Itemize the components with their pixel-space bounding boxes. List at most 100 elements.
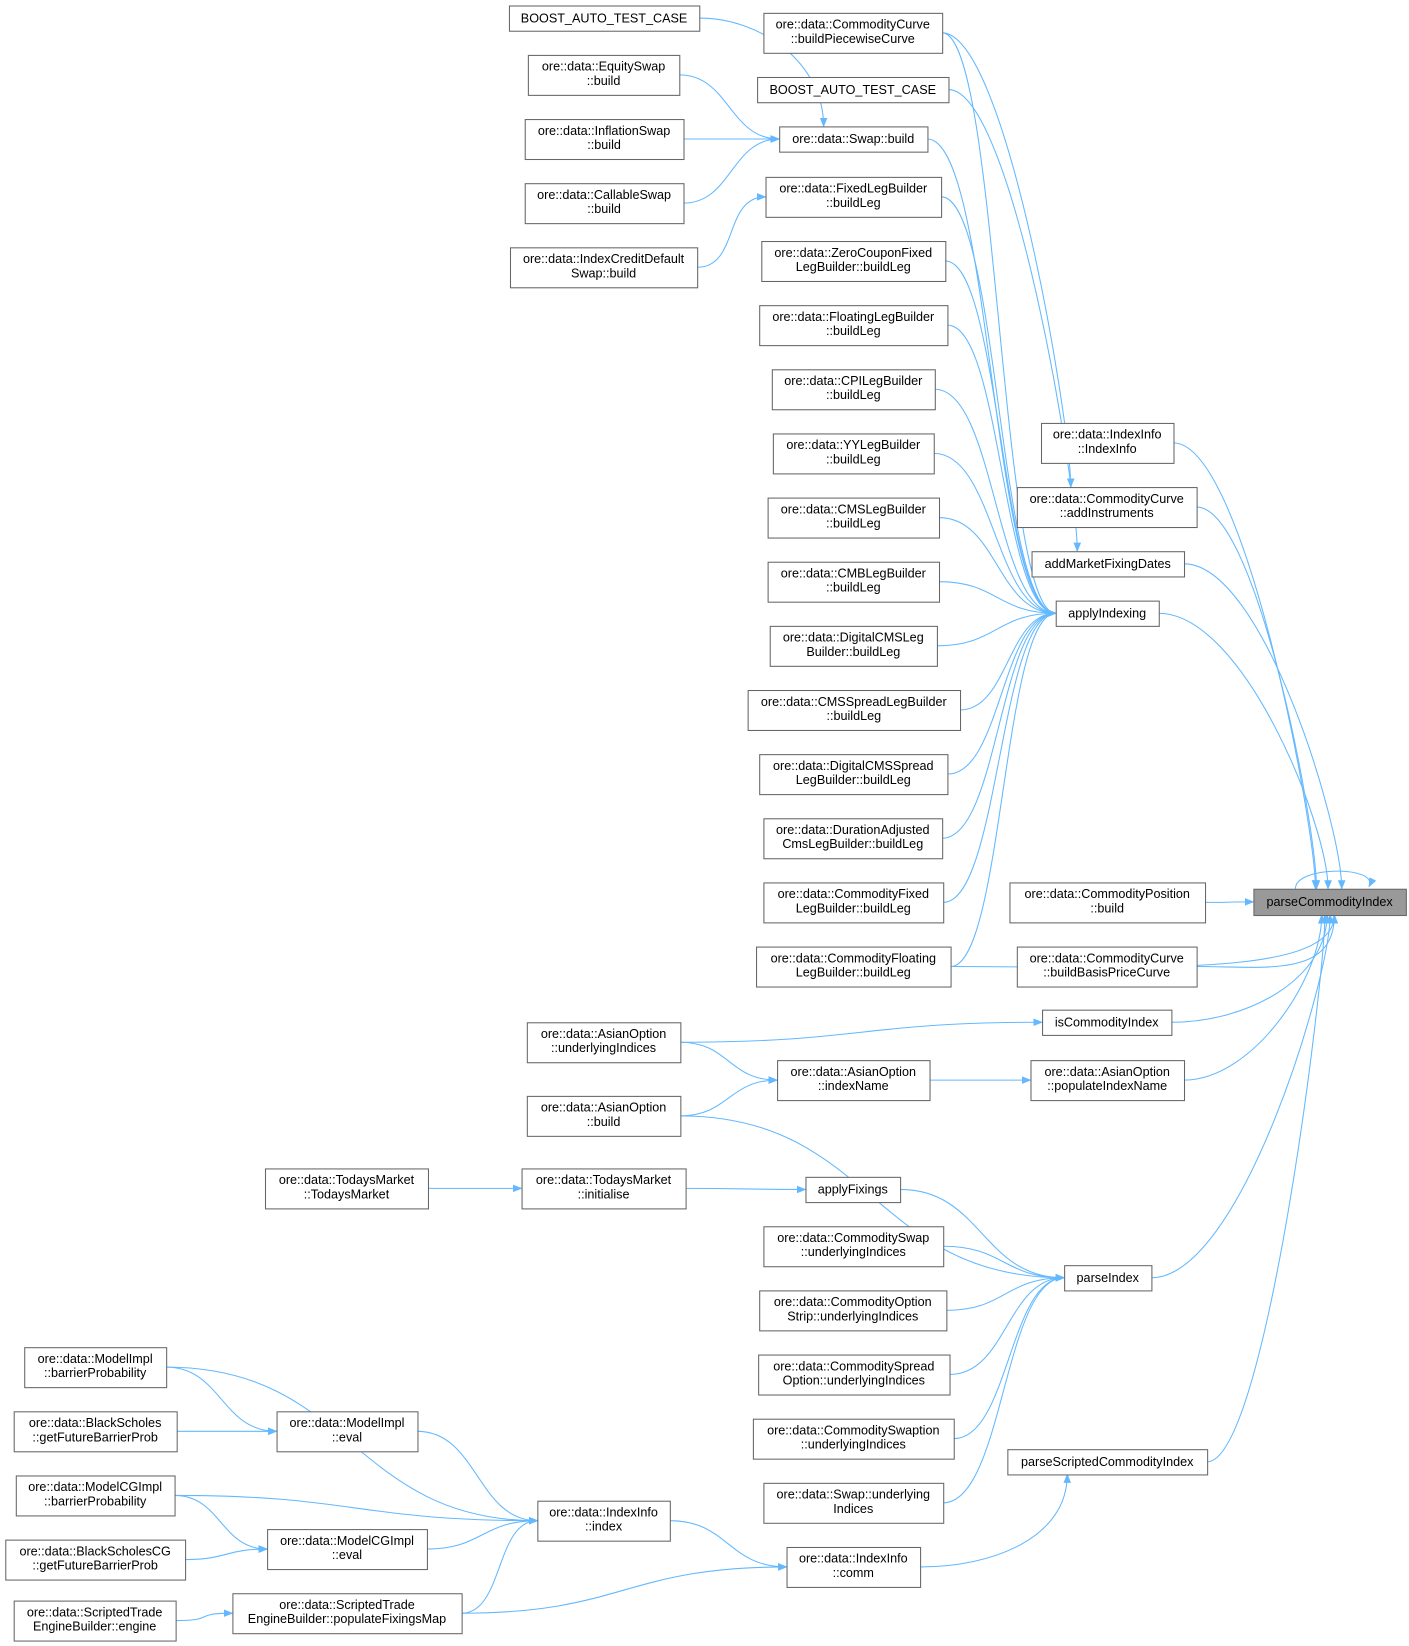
graph-node-cpileg[interactable]: ore::data::CPILegBuilder::buildLeg [771, 369, 936, 411]
graph-node-floatleg[interactable]: ore::data::FloatingLegBuilder::buildLeg [759, 305, 949, 347]
graph-node-ao_build[interactable]: ore::data::AsianOption::build [526, 1095, 682, 1137]
node-box [521, 1168, 687, 1210]
node-label: ore::data::CallableSwap [537, 188, 671, 202]
graph-node-infswap[interactable]: ore::data::InflationSwap::build [524, 119, 685, 161]
edge-tm_init-to-applyfix [685, 1185, 807, 1194]
graph-node-steb_pfm[interactable]: ore::data::ScriptedTradeEngineBuilder::p… [232, 1593, 463, 1635]
graph-node-bs_gfb[interactable]: ore::data::BlackScholes::getFutureBarrie… [13, 1411, 178, 1453]
node-box [526, 1022, 682, 1064]
graph-node-iscomidx[interactable]: isCommodityIndex [1042, 1009, 1173, 1036]
edge-steb_pfm-to-ii_index [461, 1516, 539, 1614]
graph-node-ao_in[interactable]: ore::data::AsianOption::indexName [777, 1060, 931, 1102]
graph-node-mi_bp[interactable]: ore::data::ModelImpl::barrierProbability [24, 1347, 168, 1389]
node-label: ore::data::CommodityFloating [771, 951, 936, 965]
node-box [756, 946, 952, 988]
edge-compos-to-pci [1205, 898, 1255, 906]
graph-node-ii_ctor[interactable]: ore::data::IndexInfo::IndexInfo [1040, 422, 1175, 464]
graph-node-dcmsleg[interactable]: ore::data::DigitalCMSLegBuilder::buildLe… [769, 625, 938, 667]
graph-node-cswp_ui[interactable]: ore::data::CommoditySwaption::underlying… [752, 1418, 955, 1460]
node-box [1030, 1060, 1186, 1102]
graph-node-cc_bbpc[interactable]: ore::data::CommodityCurve::buildBasisPri… [1016, 946, 1198, 988]
graph-node-compos[interactable]: ore::data::CommodityPosition::build [1009, 882, 1207, 924]
node-box [759, 1290, 948, 1332]
graph-node-durcms[interactable]: ore::data::DurationAdjustedCmsLegBuilder… [763, 818, 944, 860]
node-label: ::buildLeg [826, 581, 881, 595]
node-label: ore::data::CMSLegBuilder [781, 502, 926, 516]
graph-node-mi_eval[interactable]: ore::data::ModelImpl::eval [276, 1411, 419, 1453]
graph-node-fixedleg[interactable]: ore::data::FixedLegBuilder::buildLeg [765, 176, 943, 218]
node-label: ore::data::IndexInfo [549, 1505, 658, 1519]
graph-node-mcg_bp[interactable]: ore::data::ModelCGImpl::barrierProbabili… [15, 1475, 176, 1517]
node-label: ::buildLeg [826, 324, 881, 338]
node-label: ::build [587, 74, 621, 88]
graph-node-mcg_eval[interactable]: ore::data::ModelCGImpl::eval [267, 1529, 428, 1571]
node-box [759, 754, 949, 796]
node-label: ore::data::InflationSwap [538, 124, 670, 138]
node-box [15, 1475, 176, 1517]
graph-node-bscg_gfb[interactable]: ore::data::BlackScholesCG::getFutureBarr… [5, 1539, 187, 1581]
graph-node-swap_ui[interactable]: ore::data::Swap::underlyingIndices [763, 1482, 945, 1524]
graph-node-ii_comm[interactable]: ore::data::IndexInfo::comm [786, 1546, 922, 1588]
node-label: ore::data::TodaysMarket [279, 1173, 415, 1187]
node-label: ::eval [332, 1430, 362, 1444]
node-box [767, 497, 941, 539]
node-label: BOOST_AUTO_TEST_CASE [769, 83, 936, 97]
node-box [1253, 888, 1407, 917]
graph-node-cos_ui[interactable]: ore::data::CommodityOptionStrip::underly… [759, 1290, 948, 1332]
graph-node-tm_tm[interactable]: ore::data::TodaysMarket::TodaysMarket [264, 1168, 430, 1210]
node-box [1009, 882, 1207, 924]
graph-node-steb_eng[interactable]: ore::data::ScriptedTradeEngineBuilder::e… [13, 1600, 177, 1642]
node-label: ore::data::FixedLegBuilder [779, 182, 927, 196]
graph-node-zcf[interactable]: ore::data::ZeroCouponFixedLegBuilder::bu… [761, 240, 947, 283]
graph-node-cc_bpc[interactable]: ore::data::CommodityCurve::buildPiecewis… [763, 12, 944, 54]
node-label: Swap::build [571, 266, 636, 280]
graph-node-comfloat[interactable]: ore::data::CommodityFloatingLegBuilder::… [756, 946, 952, 988]
graph-node-ii_index[interactable]: ore::data::IndexInfo::index [537, 1500, 671, 1542]
graph-node-cmsspread[interactable]: ore::data::CMSSpreadLegBuilder::buildLeg [747, 689, 962, 731]
node-label: ::build [587, 202, 621, 216]
edge-bscg_gfb-to-mcg_eval [185, 1545, 269, 1561]
graph-node-ao_pin[interactable]: ore::data::AsianOption::populateIndexNam… [1030, 1060, 1186, 1102]
graph-node-csp_ui[interactable]: ore::data::CommoditySpreadOption::underl… [758, 1354, 951, 1396]
graph-node-parseidx[interactable]: parseIndex [1064, 1265, 1153, 1292]
node-label: ore::data::BlackScholesCG [19, 1544, 170, 1558]
node-label: addMarketFixingDates [1045, 557, 1171, 571]
node-label: ::eval [332, 1548, 362, 1562]
node-label: parseCommodityIndex [1267, 895, 1394, 909]
node-label: ore::data::CommodityCurve [1030, 492, 1184, 506]
graph-node-comfixed[interactable]: ore::data::CommodityFixedLegBuilder::bui… [763, 882, 945, 924]
graph-node-cmbleg[interactable]: ore::data::CMBLegBuilder::buildLeg [767, 561, 941, 603]
node-label: ore::data::CommodityFixed [778, 887, 929, 901]
edge-fixedleg-to-applyidx [941, 196, 1057, 617]
graph-node-ao_ui[interactable]: ore::data::AsianOption::underlyingIndice… [526, 1022, 682, 1064]
graph-node-cs_ui[interactable]: ore::data::CommoditySwap::underlyingIndi… [763, 1226, 945, 1268]
graph-node-cmsleg[interactable]: ore::data::CMSLegBuilder::buildLeg [767, 497, 941, 539]
edge-dcmsspread-to-applyidx [947, 609, 1057, 775]
graph-node-applyidx[interactable]: applyIndexing [1055, 600, 1160, 627]
node-label: ::buildLeg [826, 388, 881, 402]
graph-node-tm_init[interactable]: ore::data::TodaysMarket::initialise [521, 1168, 687, 1210]
graph-node-boost2[interactable]: BOOST_AUTO_TEST_CASE [757, 76, 950, 104]
graph-node-dcmsspread[interactable]: ore::data::DigitalCMSSpreadLegBuilder::b… [759, 754, 949, 796]
graph-node-eqswap[interactable]: ore::data::EquitySwap::build [527, 54, 681, 96]
graph-node-yyleg[interactable]: ore::data::YYLegBuilder::buildLeg [772, 433, 935, 475]
graph-node-boost1[interactable]: BOOST_AUTO_TEST_CASE [508, 5, 701, 32]
graph-node-addmfd[interactable]: addMarketFixingDates [1031, 551, 1186, 578]
node-label: LegBuilder::buildLeg [796, 966, 911, 980]
graph-node-pci[interactable]: parseCommodityIndex [1253, 888, 1407, 917]
node-label: ::underlyingIndices [801, 1245, 906, 1259]
graph-node-cc_addinst[interactable]: ore::data::CommodityCurve::addInstrument… [1016, 487, 1198, 529]
node-label: ::build [587, 1115, 621, 1129]
node-box [765, 176, 943, 218]
node-label: parseIndex [1077, 1271, 1140, 1285]
graph-node-psci[interactable]: parseScriptedCommodityIndex [1007, 1449, 1209, 1476]
edge-callswap-to-swapbuild [683, 135, 781, 204]
graph-node-swapbuild[interactable]: ore::data::Swap::build [779, 126, 929, 153]
edge-ao_pin-to-pci [1183, 914, 1326, 1081]
node-label: ::barrierProbability [44, 1366, 147, 1380]
graph-node-applyfix[interactable]: applyFixings [805, 1176, 902, 1204]
node-label: Option::underlyingIndices [783, 1373, 925, 1387]
graph-node-callswap[interactable]: ore::data::CallableSwap::build [524, 183, 685, 225]
node-box [267, 1529, 428, 1571]
